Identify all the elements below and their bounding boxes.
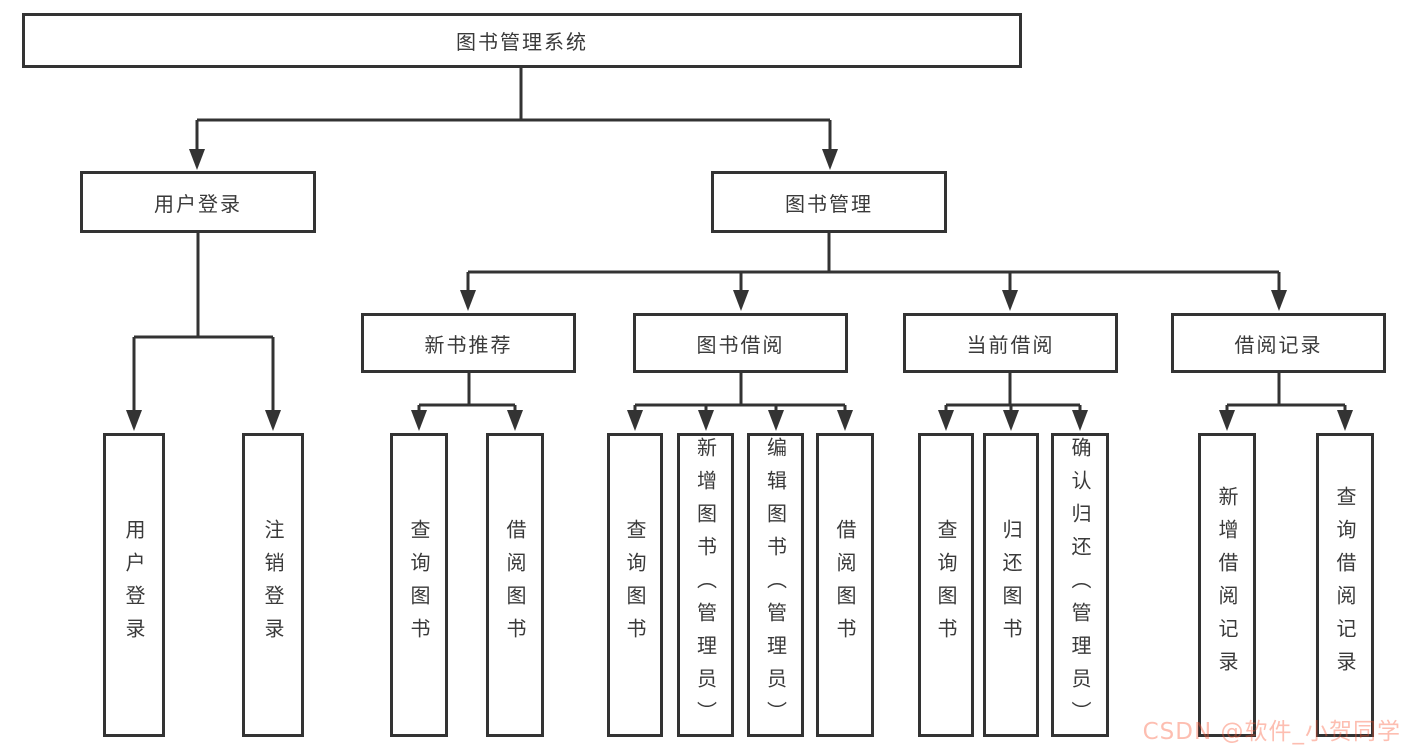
leaf-label: 借阅图书 — [833, 519, 857, 651]
leaf-confirm-return-admin: 确认归还（管理员） — [1051, 433, 1109, 737]
leaf-query-borrow-record: 查询借阅记录 — [1316, 433, 1374, 737]
leaf-borrow-query-books: 查询图书 — [607, 433, 663, 737]
leaf-label: 查询图书 — [623, 519, 647, 651]
connector-path — [132, 68, 1347, 413]
leaf-logout: 注销登录 — [242, 433, 304, 737]
leaf-borrow-books: 借阅图书 — [816, 433, 874, 737]
node-book-borrow: 图书借阅 — [633, 313, 848, 373]
leaf-label: 注销登录 — [261, 519, 285, 651]
node-current-borrow: 当前借阅 — [903, 313, 1118, 373]
leaf-label: 新增借阅记录 — [1215, 486, 1239, 684]
leaf-label: 查询借阅记录 — [1333, 486, 1357, 684]
node-new-book-recommend: 新书推荐 — [361, 313, 576, 373]
leaf-return-books: 归还图书 — [983, 433, 1039, 737]
leaf-label: 借阅图书 — [503, 519, 527, 651]
node-book-management: 图书管理 — [711, 171, 947, 233]
leaf-label: 编辑图书（管理员） — [763, 436, 788, 734]
arrowheads — [126, 149, 1353, 431]
leaf-label: 归还图书 — [999, 519, 1023, 651]
leaf-label: 确认归还（管理员） — [1068, 436, 1092, 734]
node-borrow-records: 借阅记录 — [1171, 313, 1386, 373]
leaf-label: 查询图书 — [934, 519, 958, 651]
leaf-edit-books-admin: 编辑图书（管理员） — [747, 433, 804, 737]
leaf-label: 用户登录 — [122, 519, 146, 651]
leaf-recommend-query-books: 查询图书 — [390, 433, 448, 737]
leaf-label: 查询图书 — [407, 519, 431, 651]
leaf-add-borrow-record: 新增借阅记录 — [1198, 433, 1256, 737]
leaf-label: 新增图书（管理员） — [693, 436, 718, 734]
leaf-user-login: 用户登录 — [103, 433, 165, 737]
leaf-current-query-books: 查询图书 — [918, 433, 974, 737]
node-root: 图书管理系统 — [22, 13, 1022, 68]
leaf-add-books-admin: 新增图书（管理员） — [677, 433, 734, 737]
leaf-recommend-borrow-books: 借阅图书 — [486, 433, 544, 737]
node-user-login: 用户登录 — [80, 171, 316, 233]
